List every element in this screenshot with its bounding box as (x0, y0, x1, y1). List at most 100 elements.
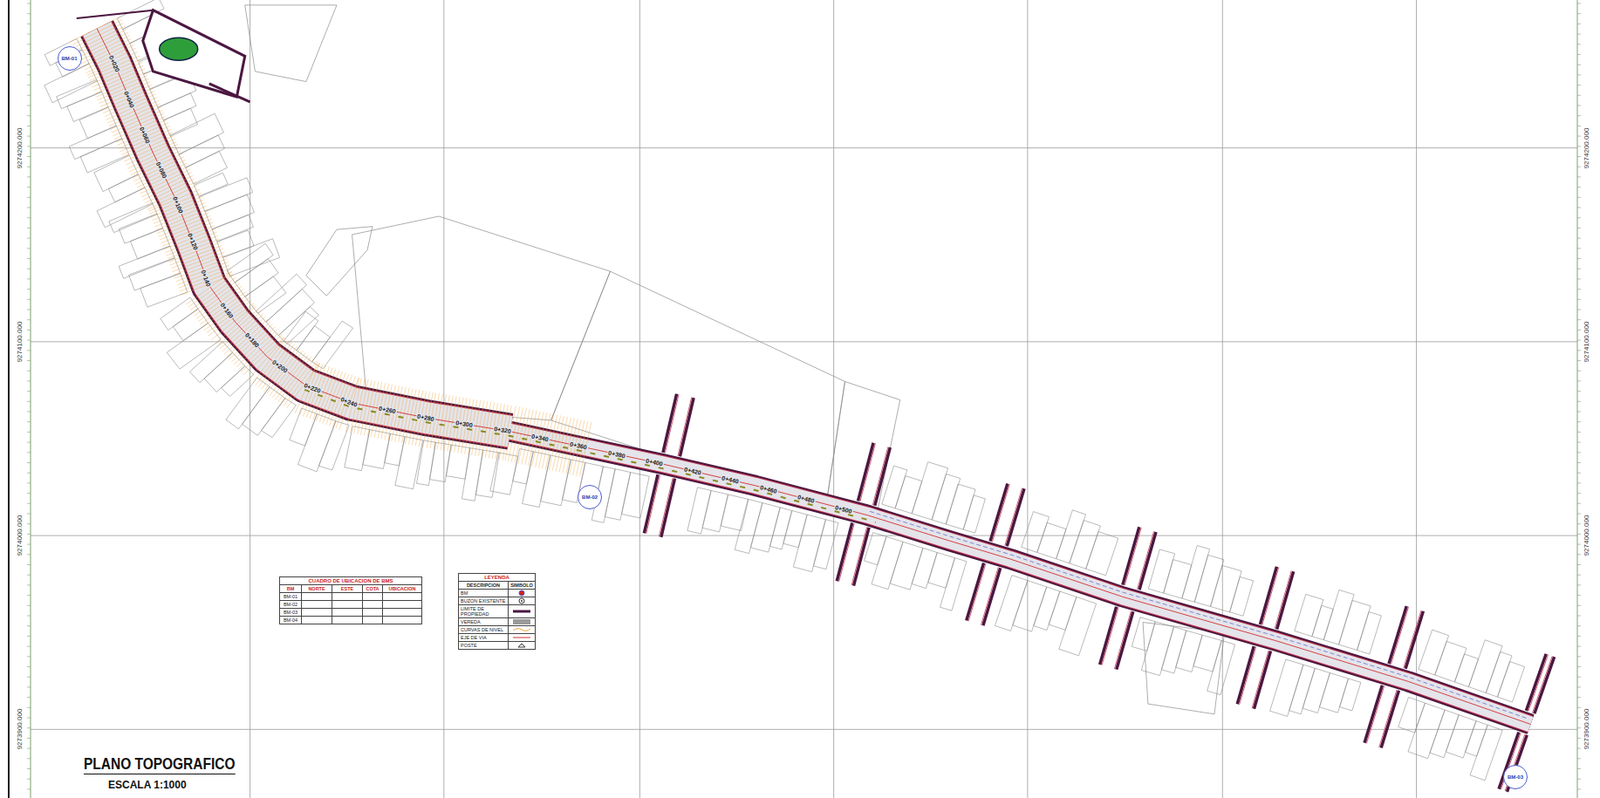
frame-tick (1577, 574, 1581, 576)
frame-tick (27, 217, 31, 219)
lot-outline (56, 79, 103, 109)
lot-outline (963, 495, 985, 534)
street-edge-inner (872, 446, 889, 506)
lot-outline (734, 499, 763, 554)
frame-tick (1577, 584, 1581, 586)
lot-outline (289, 408, 318, 446)
legend-text: CURVAS DE NIVEL (458, 626, 508, 634)
lot-outline (1021, 512, 1050, 554)
lot-outline (1056, 510, 1087, 564)
street-edge (990, 483, 1008, 541)
bm-table: CUADRO DE UBICACION DE BMSBMNORTEESTECOT… (279, 576, 423, 625)
lot-outline (185, 150, 228, 185)
frame-tick (1577, 533, 1581, 535)
contour-line (272, 352, 306, 398)
map-title: PLANO TOPOGRAFICO (83, 755, 235, 775)
property-lots (44, 0, 1525, 781)
street-edge-inner (1137, 531, 1155, 589)
frame-tick (1577, 186, 1581, 188)
frame-tick (27, 442, 31, 444)
street-edge (661, 478, 676, 538)
road-edge (96, 28, 1531, 725)
lot-outline (1294, 594, 1324, 636)
contour-line (437, 394, 446, 450)
contour-line (196, 286, 242, 319)
contour-line (190, 277, 236, 310)
contour-line (278, 356, 312, 403)
frame-tick (27, 431, 31, 433)
frame-tick (27, 95, 31, 96)
frame-tick (1577, 349, 1581, 351)
table-cell (362, 593, 383, 601)
station-label: 0+280 (415, 412, 436, 423)
sheet-edge (7, 0, 10, 798)
frame-tick (27, 717, 31, 719)
road-axis (96, 28, 1531, 725)
frame-tick (1577, 758, 1581, 759)
contour-line (269, 350, 303, 397)
table-row: BM-01 (280, 592, 422, 601)
table-row: BM-03 (280, 608, 422, 616)
frame-tick (1577, 472, 1581, 474)
table-cell (300, 593, 332, 601)
frame-tick (1577, 74, 1581, 76)
street-edge-inner (664, 394, 679, 453)
frame-tick (1577, 707, 1581, 709)
street-edge (1237, 646, 1254, 705)
contour-line (514, 408, 527, 464)
contour-line (260, 344, 295, 390)
frame-tick (1577, 176, 1581, 178)
street-edge (857, 443, 874, 502)
lot-outline (1454, 654, 1478, 688)
frame-tick (27, 156, 31, 158)
frame-tick (27, 615, 31, 617)
frame-tick (27, 13, 31, 14)
lot-outline (204, 352, 246, 392)
frame-tick (1577, 431, 1581, 433)
grid-line (30, 729, 1578, 731)
street-edge (1100, 607, 1117, 665)
lot-outline (621, 472, 650, 520)
frame-tick (1577, 779, 1581, 780)
contour-line (478, 401, 487, 457)
street-edge (643, 474, 658, 534)
legend-row: BM (458, 588, 535, 597)
frame-tick (27, 115, 31, 117)
street-edge-inner (677, 397, 692, 457)
table-cell (362, 608, 383, 616)
lot-outline (1012, 581, 1047, 633)
contour-line (73, 22, 124, 48)
lot-outline (417, 440, 437, 486)
street-edge-inner (1531, 656, 1553, 713)
frame-tick (27, 238, 31, 240)
street-edge-inner (968, 563, 986, 622)
block-outline (209, 83, 251, 103)
frame-tick (1577, 564, 1581, 566)
table-cell: BM-02 (280, 601, 301, 609)
frame-tick (27, 451, 31, 453)
lot-outline (140, 273, 188, 308)
legend-sample (511, 608, 533, 616)
lot-outline (1338, 600, 1371, 650)
frame-tick (1577, 635, 1581, 637)
contour-line (200, 292, 247, 325)
contour-line (511, 407, 523, 463)
frame-tick (1577, 258, 1581, 260)
bm-label: BM-03 (1507, 774, 1524, 780)
street-edge (1364, 685, 1382, 744)
street-edge (679, 397, 694, 457)
frame-tick (27, 738, 31, 739)
lot-outline (1270, 659, 1304, 717)
lot-outline (931, 473, 961, 525)
frame-tick (1577, 319, 1581, 321)
station-label: 0+180 (243, 331, 261, 350)
contour-line (258, 342, 292, 389)
station-label: 0+420 (682, 465, 703, 477)
contour-line (481, 402, 491, 458)
contour-line (313, 368, 334, 421)
lot-outline (1497, 662, 1525, 704)
frame-tick (1577, 207, 1581, 209)
contour-line (363, 381, 376, 437)
frame-tick (1577, 748, 1581, 750)
lot-outline (245, 5, 337, 83)
